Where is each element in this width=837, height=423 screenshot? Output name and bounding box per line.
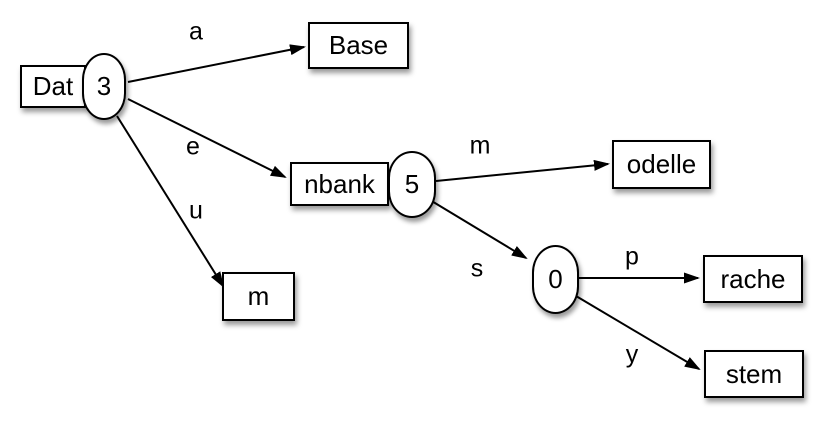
node-stem: stem [704,350,804,398]
edge-label-e: e [186,132,200,161]
edge-s-arrow [429,199,528,260]
node-nbank-count-label: 5 [404,169,420,199]
edge-y-arrow [575,295,701,371]
node-nbank-label: nbank [304,168,375,199]
node-rache: rache [703,255,803,303]
node-base: Base [308,22,409,69]
edge-label-s: s [470,254,484,283]
node-dat-label: Dat [32,71,74,101]
edge-e-arrow [127,98,287,178]
node-odelle-label: odelle [626,149,697,179]
node-m-label: m [247,281,270,311]
edge-label-a: a [189,17,203,46]
edge-u-arrow [116,115,225,288]
edge-label-y: y [625,340,639,369]
node-nbank: nbank [290,162,389,206]
edge-label-m: m [469,131,491,160]
node-stem-label: stem [725,358,783,389]
node-base-label: Base [328,30,389,60]
edge-m-arrow [435,159,610,182]
node-zero-count-label: 0 [548,264,563,294]
node-dat: Dat [20,65,86,108]
node-dat-count-label: 3 [96,71,112,101]
node-rache-label: rache [720,263,786,294]
node-dat-count: 3 [82,53,126,120]
node-odelle: odelle [612,140,711,189]
edge-label-p: p [625,242,639,271]
node-zero-count: 0 [532,245,579,314]
node-m: m [222,272,295,321]
node-nbank-count: 5 [388,151,436,218]
edge-a-arrow [127,44,306,83]
edge-label-u: u [189,196,203,225]
